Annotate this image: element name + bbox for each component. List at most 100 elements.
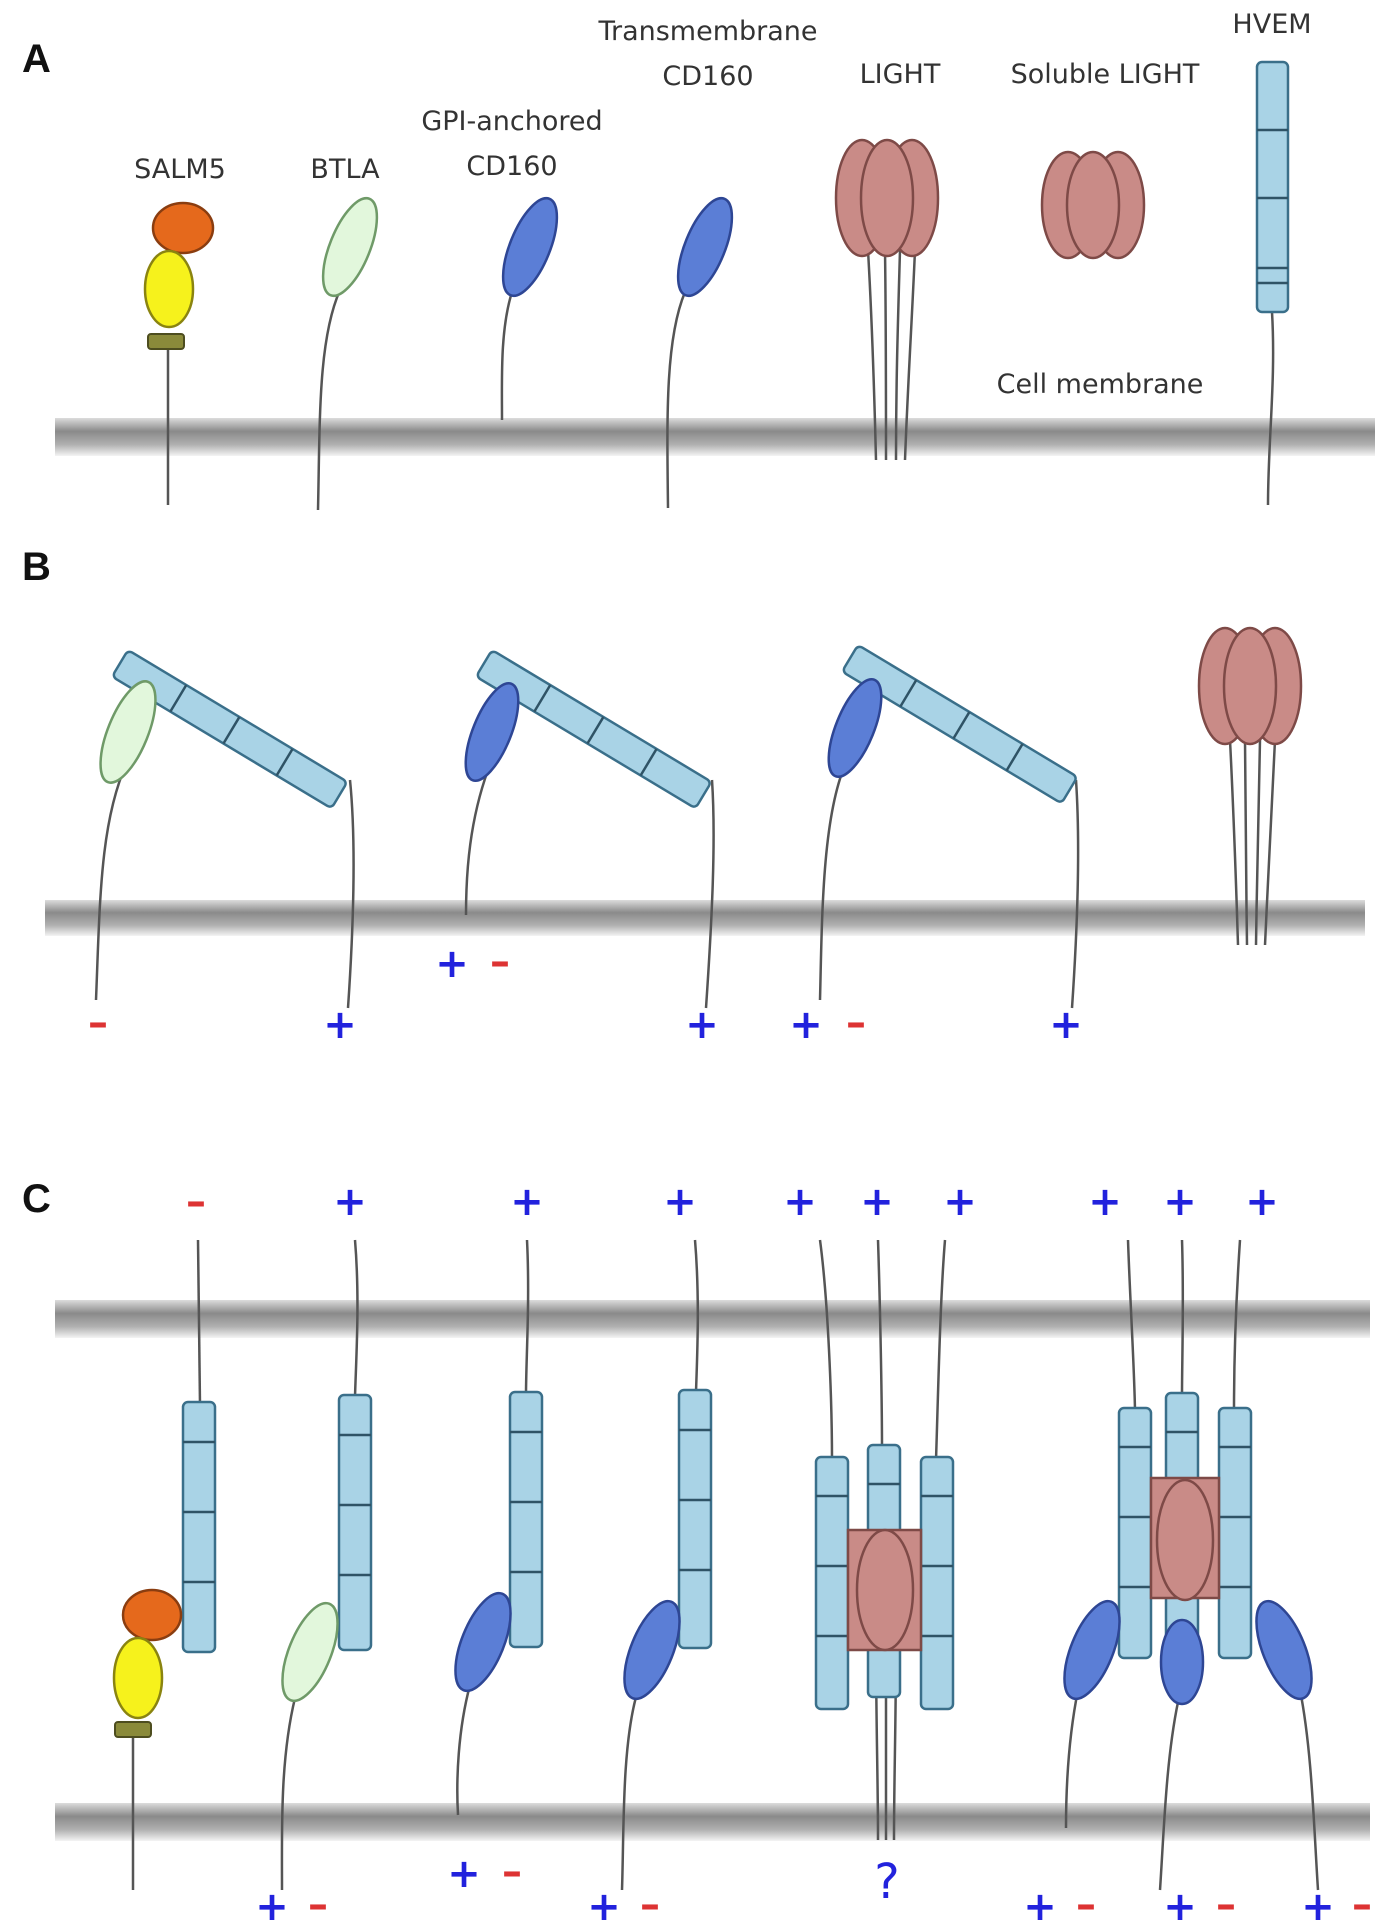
light-c5-trimer [855, 1528, 915, 1652]
bottom-tm-plus: + [587, 1884, 621, 1920]
label-soluble-light: Soluble LIGHT [1011, 59, 1200, 90]
sign-gpi-plus: + [435, 941, 469, 987]
btla-domain-b [99, 680, 157, 784]
label-gpi-line1: GPI-anchored [421, 106, 602, 137]
top-sign-2: + [333, 1179, 367, 1225]
panel-a: A SALM5 BTLA GPI-anchored CD160 Transmem… [22, 9, 1375, 511]
salm5-hvem-complex [112, 1400, 217, 1890]
tm-cd160-domain-b [827, 678, 883, 778]
transmembrane-cd160-domain [676, 196, 734, 298]
cell-membrane-b [45, 900, 1365, 936]
salm5-protein [143, 201, 215, 505]
bottom-gpi-minus: – [502, 1849, 522, 1895]
salm5-c-top-domain [121, 1588, 183, 1642]
btla-domain-c [281, 1601, 339, 1703]
label-tm-line2: CD160 [662, 61, 753, 92]
panel-b: B [22, 545, 1365, 1048]
label-light: LIGHT [860, 59, 941, 90]
panel-c: C – + + + + + + + + + [22, 1177, 1372, 1920]
sign-hvem3-plus: + [1049, 1002, 1083, 1048]
top-sign-4: + [663, 1179, 697, 1225]
hvem-bent-2 [476, 650, 711, 808]
top-sign-1: – [186, 1179, 206, 1225]
upper-cell-membrane-c [55, 1300, 1370, 1338]
label-salm5: SALM5 [134, 154, 226, 185]
light-trimer [834, 138, 940, 461]
soluble-light-subunit-2 [1065, 150, 1121, 260]
label-hvem: HVEM [1232, 9, 1311, 40]
cell-membrane-a [55, 418, 1375, 456]
panel-b-letter: B [22, 545, 51, 589]
top-sign-5: + [783, 1179, 817, 1225]
sign-hvem1-plus: + [323, 1002, 357, 1048]
top-sign-9: + [1163, 1179, 1197, 1225]
bottom-r3-minus: – [1352, 1882, 1372, 1920]
hvem-receptor-a [1255, 60, 1290, 506]
bottom-r2-plus: + [1163, 1884, 1197, 1920]
btla-protein [316, 196, 379, 511]
hvem-crd-stack [1255, 60, 1290, 314]
bottom-r1-minus: – [1076, 1882, 1096, 1920]
bottom-r3-plus: + [1301, 1884, 1335, 1920]
bottom-tm-minus: – [640, 1882, 660, 1920]
cd160-c6-right [1255, 1599, 1313, 1701]
sign-tm-minus: – [846, 1000, 866, 1046]
tm-cd160-hvem-complex [818, 645, 1080, 1009]
gpi-cd160-domain [501, 196, 559, 298]
bottom-r1-plus: + [1023, 1884, 1057, 1920]
btla-hvem-c-complex [280, 1393, 373, 1891]
gpi-cd160-domain-c [454, 1591, 512, 1693]
gpi-cd160-domain-b [464, 682, 520, 782]
gpi-cd160-hvem-complex [464, 650, 715, 1009]
btla-hvem-complex [94, 650, 355, 1009]
top-sign-3: + [510, 1179, 544, 1225]
bottom-btla-minus: – [308, 1882, 328, 1920]
label-btla: BTLA [310, 154, 380, 185]
bottom-r2-minus: – [1216, 1882, 1236, 1920]
top-sign-6: + [860, 1179, 894, 1225]
gpi-cd160-protein [500, 196, 559, 421]
sign-btla-minus: – [88, 1000, 108, 1046]
bottom-btla-plus: + [255, 1884, 289, 1920]
transmembrane-cd160-protein [666, 196, 734, 509]
cd160-c6-middle [1159, 1618, 1205, 1706]
light-trimer-b [1197, 626, 1303, 946]
hvem-c3 [508, 1390, 544, 1649]
salm5-middle-domain [143, 249, 195, 329]
hvem-c4 [677, 1388, 713, 1650]
lower-cell-membrane-c [55, 1803, 1370, 1841]
label-gpi-line2: CD160 [466, 151, 557, 182]
light-b-subunit-2 [1222, 626, 1278, 746]
hvem-bent-1 [112, 650, 347, 808]
panel-c-letter: C [22, 1177, 51, 1221]
tm-cd160-domain-c [623, 1599, 681, 1701]
sign-hvem2-plus: + [685, 1002, 719, 1048]
hvem-c2 [337, 1393, 373, 1652]
salm5-c-middle-domain [112, 1636, 164, 1720]
label-cell-membrane: Cell membrane [997, 369, 1204, 400]
soluble-light-trimer [1040, 150, 1146, 260]
sign-tm-plus: + [789, 1002, 823, 1048]
hvem-c6-left [1117, 1406, 1153, 1660]
light-c6-trimer [1155, 1478, 1215, 1602]
cd160-c6-left [1063, 1599, 1121, 1701]
hvem-c6-right [1217, 1406, 1253, 1660]
panel-a-letter: A [22, 37, 51, 81]
gpi-cd160-hvem-c-complex [454, 1390, 544, 1816]
hvem-bent-3 [842, 645, 1077, 803]
hvem-stalks-c [196, 1239, 1242, 1461]
top-sign-8: + [1088, 1179, 1122, 1225]
salm5-c-bottom-domain [114, 1721, 152, 1738]
sign-gpi-minus: – [490, 939, 510, 985]
salm5-top-domain [151, 201, 215, 255]
salm5-bottom-domain [147, 333, 185, 350]
bottom-gpi-plus: + [447, 1851, 481, 1897]
top-sign-10: + [1245, 1179, 1279, 1225]
light-hvem-c-complex [814, 1443, 955, 1841]
cd160-light-hvem-c-complex [1063, 1391, 1320, 1891]
light-subunit-2 [859, 138, 915, 258]
light-question-mark: ? [874, 1854, 899, 1910]
label-tm-line1: Transmembrane [597, 16, 817, 47]
hvem-c1 [181, 1400, 217, 1654]
